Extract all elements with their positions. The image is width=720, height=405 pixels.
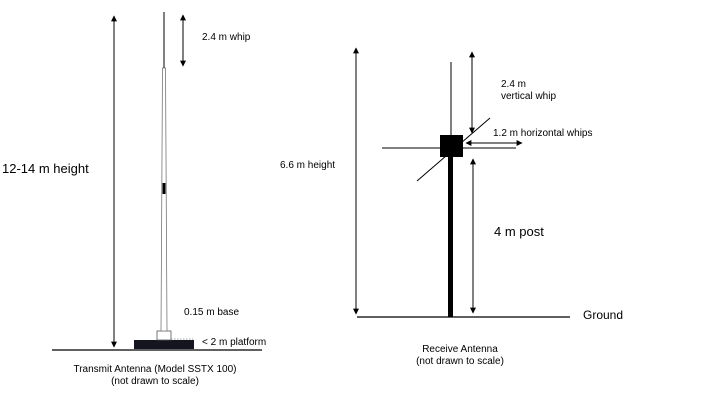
transmit-base-label: 0.15 m base — [184, 307, 240, 318]
transmit-mast-joint — [162, 183, 166, 194]
receive-horizontal-label: 1.2 m horizontal whips — [493, 128, 593, 139]
receive-caption: Receive Antenna (not drawn to scale) — [385, 344, 535, 368]
transmit-caption-line1: Transmit Antenna (Model SSTX 100) — [73, 364, 237, 375]
receive-whip-label-line2: vertical whip — [501, 91, 557, 102]
transmit-mast — [160, 67, 168, 332]
receive-caption-line1: Receive Antenna — [422, 344, 498, 355]
transmit-whip-label: 2.4 m whip — [202, 32, 251, 43]
transmit-caption-line2: (not drawn to scale) — [111, 376, 199, 387]
receive-ground-label: Ground — [583, 308, 624, 322]
receive-post-label: 4 m post — [494, 224, 544, 239]
transmit-caption: Transmit Antenna (Model SSTX 100) (not d… — [50, 364, 260, 388]
transmit-base-block — [156, 330, 172, 341]
transmit-height-label: 12-14 m height — [2, 161, 89, 176]
receive-caption-line2: (not drawn to scale) — [416, 356, 504, 367]
receive-post — [448, 157, 453, 317]
receive-antenna — [353, 47, 570, 318]
receive-height-label: 6.6 m height — [280, 160, 336, 171]
receive-hub-box — [440, 135, 463, 157]
transmit-antenna — [52, 12, 262, 351]
receive-whip-label-line1: 2.4 m — [501, 79, 527, 90]
receive-whip-label: 2.4 m vertical whip — [501, 79, 556, 103]
transmit-platform — [134, 340, 194, 349]
transmit-platform-label: < 2 m platform — [202, 337, 267, 348]
